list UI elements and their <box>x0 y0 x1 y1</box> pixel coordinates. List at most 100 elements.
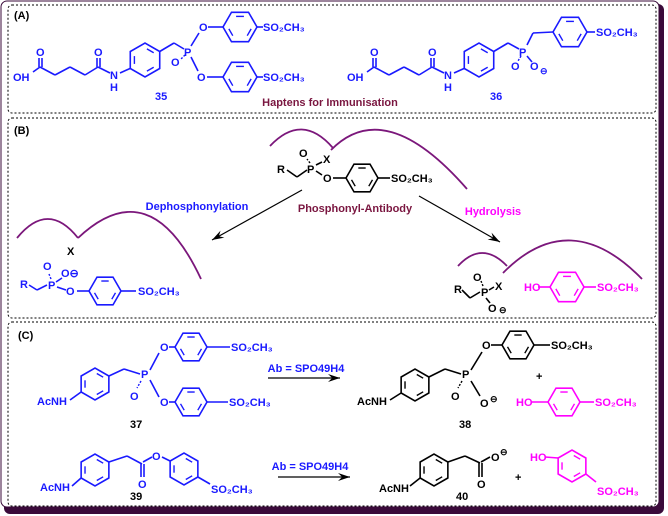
atom-label: AcNH <box>37 396 67 408</box>
bond <box>444 368 462 375</box>
ring-double-bond <box>558 33 564 42</box>
bond <box>36 284 48 291</box>
atom-label: O <box>482 340 491 352</box>
ring-double-bond <box>480 48 489 54</box>
ring-double-bond <box>435 458 443 464</box>
ring-double-bond <box>573 454 581 460</box>
bond <box>480 456 491 463</box>
atom-label: P <box>519 47 526 59</box>
panel-a-frame <box>7 4 657 114</box>
reaction-2-conditions: Ab = SPO49H4 <box>272 461 350 473</box>
ring-double-bond <box>96 390 104 396</box>
ring-double-bond <box>555 288 561 297</box>
left-product: R P O O⊖ O SO₂CH₃ <box>20 261 180 298</box>
atom-label: OH <box>13 72 30 84</box>
benzene-ring <box>419 453 449 487</box>
bond <box>108 455 128 463</box>
compound-39: AcNH O O SO₂CH₃ <box>40 451 253 496</box>
benzene-ring <box>169 452 199 486</box>
hydrolysis-label: Hydrolysis <box>465 206 521 218</box>
ring-double-bond <box>111 292 117 300</box>
bond <box>403 66 420 76</box>
ring-double-bond <box>573 288 579 297</box>
bond <box>488 286 495 291</box>
atom-label: O <box>428 47 437 59</box>
sulfonyl-label: SO₂CH₃ <box>597 282 639 294</box>
atom-label: AcNH <box>379 483 409 495</box>
dephosphonylation-label: Dephosphonylation <box>146 201 249 213</box>
sulfonyl-label: SO₂CH₃ <box>551 340 593 352</box>
reaction-1-conditions: Ab = SPO49H4 <box>268 363 346 375</box>
antibody-arc <box>77 211 202 280</box>
bond <box>149 352 160 371</box>
bond <box>470 380 481 397</box>
bond <box>526 55 533 63</box>
atom-label: O <box>138 479 147 491</box>
compound-number: 38 <box>459 419 471 431</box>
ring-double-bond <box>570 403 576 411</box>
bond <box>54 66 71 76</box>
bond <box>173 42 185 50</box>
bond <box>69 66 86 76</box>
bond <box>373 66 390 76</box>
atom-label: N <box>444 70 452 82</box>
ring-double-bond <box>93 292 99 300</box>
panel-b-tag: (B) <box>14 125 30 137</box>
atom-label: H <box>110 82 118 94</box>
atom-label: O <box>36 47 45 59</box>
plus-sign: + <box>515 472 521 484</box>
bond <box>142 456 153 463</box>
ring-double-bond <box>576 33 582 42</box>
ring-double-bond <box>246 28 252 37</box>
sulfonyl-label: SO₂CH₃ <box>231 342 273 354</box>
bond <box>161 456 171 462</box>
outer-frame <box>0 0 660 508</box>
bond <box>119 67 131 74</box>
atom-label: O <box>299 148 308 160</box>
arrowhead <box>328 374 340 382</box>
bond <box>485 297 491 304</box>
reaction-arrow <box>418 195 501 243</box>
dashed-bond <box>136 380 142 389</box>
bond <box>71 477 82 487</box>
released-phenol-2: HO SO₂CH₃ <box>530 452 639 498</box>
bond <box>464 455 481 464</box>
bond <box>461 289 471 299</box>
bond <box>315 161 323 166</box>
bond <box>389 392 402 401</box>
sulfonyl-label: SO₂CH₃ <box>138 286 180 298</box>
sulfonyl-label: SO₂CH₃ <box>596 27 638 39</box>
sulfonyl-label: SO₂CH₃ <box>263 72 305 84</box>
compound-36: OH O O N H P O O ⊖ SO₂CH₃ 36 <box>347 27 638 103</box>
sulfonyl-label: SO₂CH₃ <box>595 397 637 409</box>
bond <box>431 66 445 74</box>
atom-label: HO <box>530 452 547 464</box>
atom-label: O <box>530 61 539 73</box>
bond <box>469 291 481 299</box>
panel-c-tag: (C) <box>18 330 34 342</box>
bond <box>28 284 38 291</box>
atom-label: O <box>197 72 206 84</box>
bond <box>39 66 56 76</box>
benzene-ring <box>174 332 208 362</box>
plus-sign: + <box>536 371 542 383</box>
released-phenol-b: HO SO₂CH₃ <box>524 282 639 294</box>
atom-label: X <box>323 154 331 166</box>
benzene-ring <box>222 61 258 93</box>
ring-double-bond <box>552 403 558 411</box>
atom-label: O <box>130 391 139 403</box>
bond <box>544 456 559 459</box>
ring-double-bond <box>480 66 489 72</box>
atom-label: P <box>48 280 55 292</box>
antibody-arc <box>502 239 643 280</box>
substrate-phosphonate: R P O X O SO₂CH₃ <box>277 148 433 185</box>
bond <box>470 351 483 371</box>
atom-label: O <box>370 47 379 59</box>
ring-double-bond <box>96 458 104 464</box>
benzene-ring <box>552 16 588 48</box>
benzene-ring <box>80 453 110 487</box>
benzene-ring <box>549 271 585 303</box>
bond <box>123 368 141 375</box>
bond <box>126 455 143 465</box>
